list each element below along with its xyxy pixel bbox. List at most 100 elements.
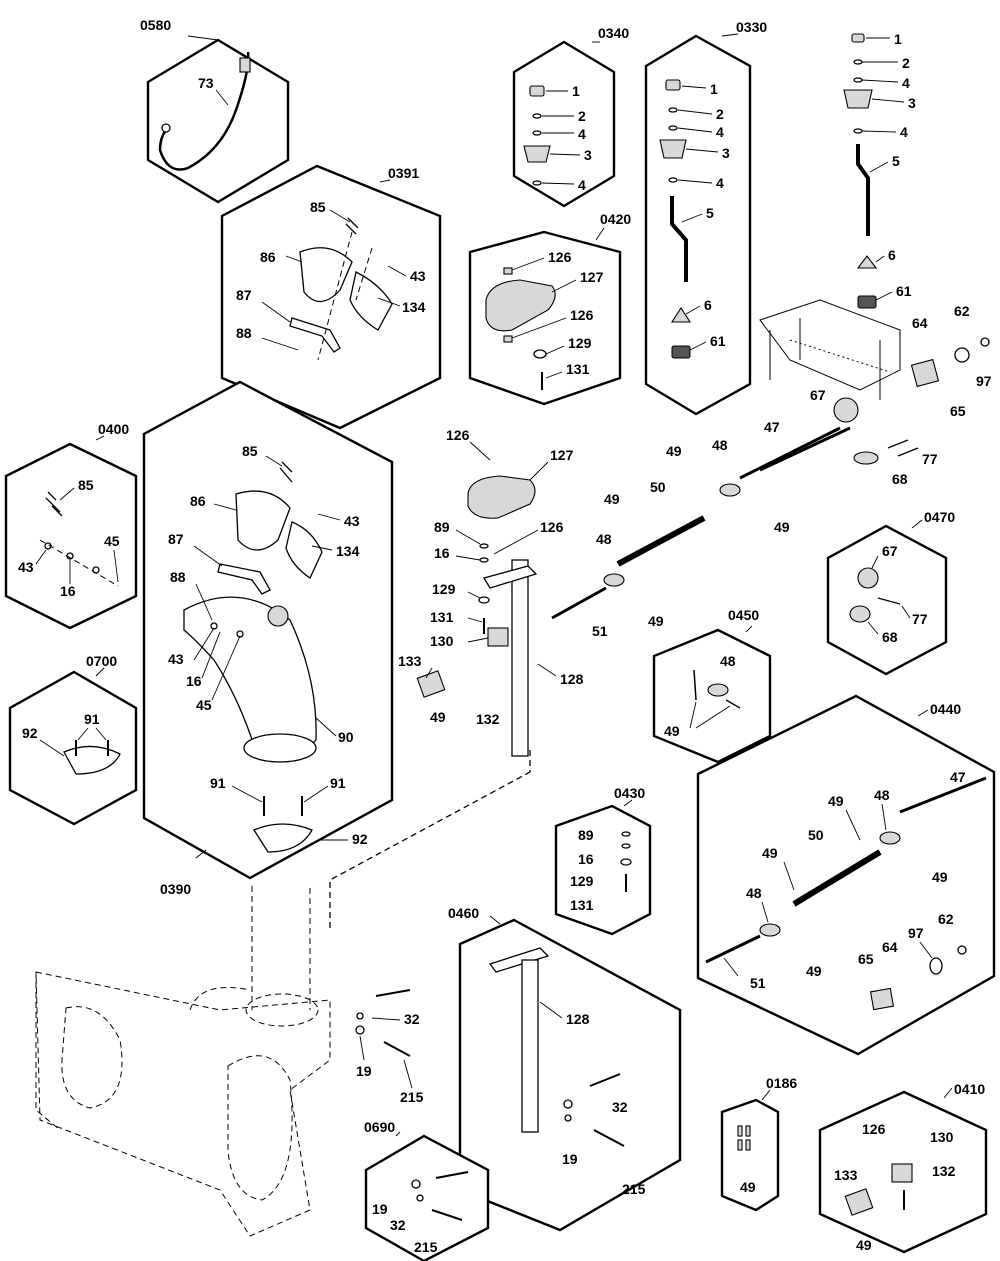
part-number-label: 43 — [410, 268, 426, 284]
part-number-label: 19 — [372, 1201, 388, 1217]
part-number-label: 215 — [622, 1181, 646, 1197]
part-number-label: 49 — [648, 613, 664, 629]
kit-0390-panel: 0390 85 86 43 134 87 88 43 16 45 90 91 9… — [142, 380, 394, 897]
part-number-label: 215 — [414, 1239, 438, 1255]
part-number-label: 49 — [932, 869, 948, 885]
part-number-label: 77 — [922, 451, 938, 467]
part-number-label: 48 — [720, 653, 736, 669]
part-number-label: 127 — [550, 447, 574, 463]
part-number-label: 89 — [578, 827, 594, 843]
kit-label-0440: 0440 — [930, 701, 961, 717]
kit-label-0400: 0400 — [98, 421, 129, 437]
part-number-label: 6 — [704, 297, 712, 313]
part-number-label: 130 — [930, 1129, 954, 1145]
kit-0700-panel: 0700 91 92 — [8, 653, 138, 826]
part-number-label: 131 — [570, 897, 594, 913]
part-number-label: 51 — [592, 623, 608, 639]
part-number-label: 2 — [716, 106, 724, 122]
part-number-label: 91 — [84, 711, 100, 727]
part-number-label: 87 — [168, 531, 184, 547]
part-number-label: 215 — [400, 1089, 424, 1105]
part-number-label: 19 — [356, 1063, 372, 1079]
part-number-label: 43 — [344, 513, 360, 529]
part-number-label: 88 — [236, 325, 252, 341]
part-number-label: 16 — [186, 673, 202, 689]
part-number-label: 49 — [740, 1179, 756, 1195]
part-number-label: 16 — [578, 851, 594, 867]
part-number-label: 91 — [330, 775, 346, 791]
part-number-label: 4 — [902, 75, 910, 91]
part-number-label: 3 — [722, 145, 730, 161]
kit-label-0391: 0391 — [388, 165, 419, 181]
kit-0460-panel: 0460 128 32 19 215 — [448, 905, 682, 1232]
part-number-label: 65 — [950, 403, 966, 419]
part-number-label: 127 — [580, 269, 604, 285]
kit-0580-panel: 0580 73 — [140, 17, 290, 204]
part-number-label: 132 — [476, 711, 500, 727]
kit-0410-panel: 0410 126 130 133 132 49 — [818, 1081, 988, 1254]
kit-label-0460: 0460 — [448, 905, 479, 921]
part-number-label: 50 — [808, 827, 824, 843]
part-number-label: 32 — [612, 1099, 628, 1115]
part-number-label: 126 — [862, 1121, 886, 1137]
part-number-label: 49 — [806, 963, 822, 979]
kit-0470-panel: 0470 67 77 68 — [826, 509, 955, 676]
part-number-label: 48 — [712, 437, 728, 453]
part-number-label: 67 — [810, 387, 826, 403]
part-number-label: 49 — [664, 723, 680, 739]
kit-0420-panel: 0420 126 127 126 129 131 — [468, 211, 631, 406]
part-number-label: 50 — [650, 479, 666, 495]
part-number-label: 16 — [60, 583, 76, 599]
part-number-label: 32 — [404, 1011, 420, 1027]
part-number-label: 62 — [954, 303, 970, 319]
part-number-label: 85 — [78, 477, 94, 493]
part-number-label: 67 — [882, 543, 898, 559]
part-number-label: 92 — [352, 831, 368, 847]
part-number-label: 97 — [908, 925, 924, 941]
part-number-label: 49 — [828, 793, 844, 809]
part-number-label: 1 — [572, 83, 580, 99]
part-number-label: 131 — [566, 361, 590, 377]
part-number-label: 49 — [774, 519, 790, 535]
kit-0430-panel: 0430 89 16 129 131 — [554, 785, 652, 936]
part-number-label: 131 — [430, 609, 454, 625]
part-number-label: 49 — [604, 491, 620, 507]
kit-label-0450: 0450 — [728, 607, 759, 623]
part-number-label: 4 — [716, 175, 724, 191]
part-number-label: 48 — [746, 885, 762, 901]
kit-label-0690: 0690 — [364, 1119, 395, 1135]
part-number-label: 128 — [566, 1011, 590, 1027]
part-number-label: 51 — [750, 975, 766, 991]
part-number-label: 86 — [260, 249, 276, 265]
part-number-label: 86 — [190, 493, 206, 509]
part-number-label: 5 — [706, 205, 714, 221]
part-number-label: 64 — [912, 315, 928, 331]
part-number-label: 126 — [446, 427, 470, 443]
part-number-label: 126 — [570, 307, 594, 323]
part-number-label: 4 — [578, 126, 586, 142]
part-number-label: 129 — [570, 873, 594, 889]
kit-label-0580: 0580 — [140, 17, 171, 33]
part-number-label: 4 — [900, 124, 908, 140]
kit-0391-panel: 0391 85 86 87 88 43 134 — [220, 164, 442, 430]
chute-control-assembly: 1 2 4 3 4 5 6 61 64 62 97 65 67 47 77 68 — [759, 31, 992, 487]
part-number-label: 133 — [398, 653, 422, 669]
part-number-label: 49 — [430, 709, 446, 725]
kit-label-0420: 0420 — [600, 211, 631, 227]
part-number-label: 64 — [882, 939, 898, 955]
part-number-label: 87 — [236, 287, 252, 303]
part-number-label: 6 — [888, 247, 896, 263]
part-number-label: 128 — [560, 671, 584, 687]
part-number-label: 91 — [210, 775, 226, 791]
part-number-label: 16 — [434, 545, 450, 561]
part-number-label: 47 — [764, 419, 780, 435]
part-number-label: 129 — [568, 335, 592, 351]
part-number-label: 129 — [432, 581, 456, 597]
kit-label-0430: 0430 — [614, 785, 645, 801]
part-number-label: 4 — [716, 124, 724, 140]
kit-0330-panel: 0330 1 2 4 3 4 5 6 61 — [644, 19, 767, 416]
part-number-label: 97 — [976, 373, 992, 389]
part-number-label: 61 — [710, 333, 726, 349]
part-number-label: 47 — [950, 769, 966, 785]
